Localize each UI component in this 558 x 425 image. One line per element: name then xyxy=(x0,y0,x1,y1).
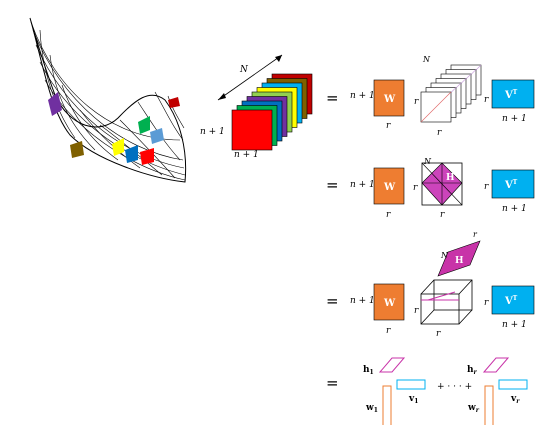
core-r-label-3b: r xyxy=(436,329,441,339)
w1-label: w1 xyxy=(365,403,378,414)
W-cols-label-1: r xyxy=(386,121,391,131)
W-matrix-3 xyxy=(373,283,405,321)
hr-factor xyxy=(482,357,510,373)
W-matrix-1 xyxy=(373,79,405,117)
H-label-2: H xyxy=(446,173,455,183)
equals-sign-4: = xyxy=(326,374,339,392)
W-rows-label-2: n + 1 xyxy=(350,180,375,190)
plus-dots: + · · · + xyxy=(437,382,472,392)
W-cols-label-2: r xyxy=(386,210,391,220)
H-label-3: H xyxy=(455,256,464,266)
VT-cols-label-2: n + 1 xyxy=(502,204,527,214)
core-N-label-1: N xyxy=(422,55,431,64)
VT-label-3: VT xyxy=(504,295,518,307)
VT-label-2: VT xyxy=(504,179,518,191)
VT-matrix-2 xyxy=(491,169,535,199)
W-rows-label-1: n + 1 xyxy=(350,91,375,101)
label-N-stack: N xyxy=(239,65,249,75)
equals-sign-2: = xyxy=(326,176,339,194)
W-label-2: W xyxy=(383,182,396,193)
H-r-label-3: r xyxy=(473,230,478,239)
H-parallelogram xyxy=(437,240,481,277)
VT-rows-label-1: r xyxy=(484,95,489,105)
stack-slices xyxy=(231,73,313,151)
core-tensor-stack-1 xyxy=(420,64,482,123)
depth-arrow xyxy=(217,54,283,101)
VT-matrix-3 xyxy=(491,285,535,315)
W-label-1: W xyxy=(383,94,396,105)
vr-factor xyxy=(498,379,528,390)
core-square-2 xyxy=(421,162,463,206)
equals-sign-3: = xyxy=(326,292,339,310)
W-rows-label-3: n + 1 xyxy=(350,296,375,306)
label-cols-stack: n + 1 xyxy=(234,150,259,160)
VT-cols-label-3: n + 1 xyxy=(502,320,527,330)
core-r-label-1a: r xyxy=(414,97,419,107)
vr-label: vr xyxy=(510,394,520,405)
VT-rows-label-2: r xyxy=(484,182,489,192)
surface-patches xyxy=(48,92,180,165)
row-4: = h1 v1 w1 + · · · + hr vr wr xyxy=(326,357,528,425)
H-N-label-3: N xyxy=(440,251,449,260)
VT-rows-label-3: r xyxy=(484,298,489,308)
core-r-label-2b: r xyxy=(440,210,445,220)
VT-matrix-1 xyxy=(491,79,535,109)
core-N-label-2: N xyxy=(423,157,432,166)
VT-cols-label-1: n + 1 xyxy=(502,114,527,124)
row-2: = n + 1 W r H N r r r VT n + 1 xyxy=(326,157,535,220)
row-1: = n + 1 W r N r r r VT n + 1 xyxy=(326,55,535,138)
label-rows-stack: n + 1 xyxy=(200,127,225,137)
manifold-surface xyxy=(29,17,187,183)
equals-sign-1: = xyxy=(326,89,339,107)
v1-factor xyxy=(396,379,426,390)
h1-label: h1 xyxy=(363,365,374,376)
tensor-stack: N n + 1 n + 1 xyxy=(200,54,313,160)
core-r-label-2a: r xyxy=(413,183,418,193)
W-label-3: W xyxy=(383,298,396,309)
wr-label: wr xyxy=(467,403,480,414)
row-3: H N r = n + 1 W r r r r VT n + 1 xyxy=(326,230,535,339)
wr-factor xyxy=(484,385,494,425)
VT-label-1: VT xyxy=(504,89,518,101)
v1-label: v1 xyxy=(408,394,418,405)
W-matrix-2 xyxy=(373,167,405,205)
stack-slice xyxy=(231,109,273,151)
W-cols-label-3: r xyxy=(386,326,391,336)
core-cube-3 xyxy=(420,279,473,325)
hr-label: hr xyxy=(467,365,478,376)
core-slice-diagonal xyxy=(420,91,452,123)
w1-factor xyxy=(382,385,392,425)
h1-factor xyxy=(378,357,406,373)
core-r-label-3a: r xyxy=(414,306,419,316)
core-r-label-1b: r xyxy=(437,128,442,138)
